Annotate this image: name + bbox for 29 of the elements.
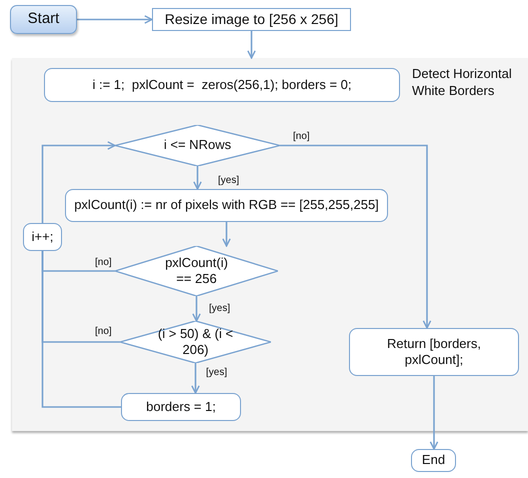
terminal-box: Start xyxy=(10,5,77,34)
edge-label: [yes] xyxy=(208,303,232,315)
arrow xyxy=(191,363,200,394)
arrow xyxy=(247,31,256,59)
edge-label: [yes] xyxy=(217,175,240,187)
group-heading: Detect Horizontal White Borders xyxy=(412,66,513,100)
arrow xyxy=(193,166,202,190)
process-box: Resize image to [256 x 256] xyxy=(152,8,351,31)
decision-text: pxlCount(i) == 256 xyxy=(164,254,229,288)
group-panel xyxy=(12,58,528,431)
edge-label: [yes] xyxy=(205,367,228,379)
process-box: pxlCount(i) := nr of pixels with RGB == [255,255,255] xyxy=(65,189,388,222)
process-box: Return [borders, pxlCount]; xyxy=(349,328,519,376)
decision-text: i <= NRows xyxy=(164,137,232,154)
process-box: borders = 1; xyxy=(121,393,241,421)
process-box: End xyxy=(411,449,456,472)
arrow xyxy=(280,144,432,329)
arrow xyxy=(222,222,231,247)
arrow xyxy=(192,296,201,322)
arrow xyxy=(42,141,116,223)
edge-label: [no] xyxy=(292,131,311,143)
connector-line xyxy=(42,251,121,408)
process-box: i := 1; pxlCount = zeros(256,1); borders = 0; xyxy=(44,68,400,102)
process-box: i++; xyxy=(23,223,62,251)
arrow xyxy=(77,15,153,24)
edge-label: [no] xyxy=(94,257,113,269)
arrow xyxy=(430,376,438,450)
decision-text: (i > 50) & (i < 206) xyxy=(156,326,234,358)
edge-label: [no] xyxy=(94,326,113,338)
